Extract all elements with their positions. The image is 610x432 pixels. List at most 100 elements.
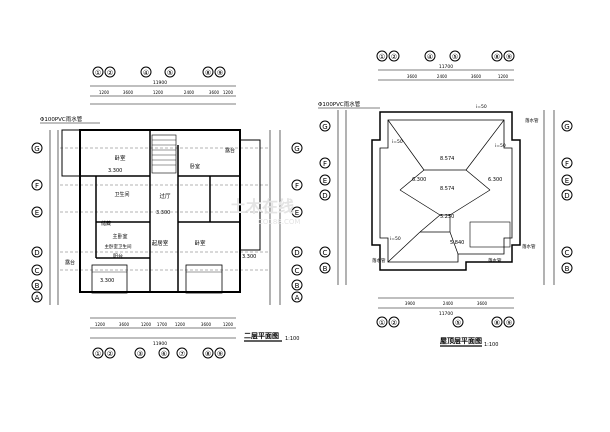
level-mark: 5.250 <box>440 214 454 220</box>
level-mark: 3.300 <box>242 254 256 260</box>
dimension: 3600 <box>209 90 220 95</box>
axis-label: ⑨ <box>217 69 223 77</box>
drawing-title: 二层平面图 <box>244 331 279 340</box>
axis-label: C <box>295 267 300 275</box>
right-plan: ① ② ④ ⑤ ⑧ ⑨ 11700 3600 2400 3600 1200 Φ1… <box>318 50 573 348</box>
level-mark: 3.300 <box>108 168 122 174</box>
right-top-axis-bubbles: ① ② ④ ⑤ ⑧ ⑨ <box>376 50 515 62</box>
axis-label: D <box>34 249 39 257</box>
level-mark: 8.574 <box>440 156 454 162</box>
dimension: 2400 <box>443 301 454 306</box>
slope-label: i=50 <box>390 236 401 242</box>
axis-label: ⑧ <box>205 69 211 77</box>
left-room-labels: 卧室 露台 过厅 卧室 卫生间 储藏 起居室 卧室 露台 主卧室 主卧室卫生间 … <box>65 147 235 266</box>
right-side-axis-right: G F E D C B <box>561 120 573 274</box>
axis-label: ⑤ <box>167 69 173 77</box>
dimension: 1200 <box>223 90 234 95</box>
dimension: 3600 <box>123 90 134 95</box>
left-bottom-dimensions: 1200 3600 1200 1700 1200 3600 1200 11900 <box>90 317 236 347</box>
axis-label: ⑧ <box>494 319 500 327</box>
room-label: 卫生间 <box>114 191 129 198</box>
left-top-dimensions: 11900 1200 3600 1200 2400 3600 1200 <box>90 80 236 105</box>
level-mark: 6.300 <box>412 177 426 183</box>
room-label: 过厅 <box>159 192 171 200</box>
gutter-label: 落水管 <box>488 257 502 264</box>
dimension: 3900 <box>405 301 416 306</box>
axis-label: ② <box>391 319 397 327</box>
watermark-sub: CO188.COM <box>258 218 300 226</box>
axis-label: G <box>294 145 299 153</box>
axis-label: ① <box>379 53 385 61</box>
dimension: 3600 <box>477 301 488 306</box>
pipe-note: Φ100PVC雨水管 <box>318 100 361 108</box>
axis-label: ① <box>379 319 385 327</box>
axis-label: G <box>322 123 327 131</box>
room-label: 卧室 <box>190 163 200 170</box>
gutter-label: 落水管 <box>522 243 536 250</box>
axis-label: G <box>564 123 569 131</box>
dimension: 1200 <box>141 322 152 327</box>
level-mark: 6.300 <box>488 177 502 183</box>
axis-label: G <box>34 145 39 153</box>
axis-label: ⑨ <box>506 53 512 61</box>
gutter-label: 落水管 <box>372 257 386 264</box>
axis-label: ⑥ <box>161 350 167 358</box>
dimension: 1200 <box>223 322 234 327</box>
room-label: 储藏 <box>101 220 111 227</box>
drawing-scale: 1:100 <box>285 336 299 342</box>
dimension: 1200 <box>99 90 110 95</box>
axis-label: ② <box>107 350 113 358</box>
overall-dimension: 11900 <box>153 341 167 347</box>
overall-dimension: 11700 <box>439 311 453 317</box>
level-mark: 8.574 <box>440 186 454 192</box>
axis-label: ⑦ <box>179 350 185 358</box>
axis-label: ④ <box>427 53 433 61</box>
pipe-note: Φ100PVC雨水管 <box>40 115 83 123</box>
axis-label: ① <box>95 69 101 77</box>
dimension: 3600 <box>407 74 418 79</box>
slope-label: i=50 <box>392 139 403 145</box>
axis-label: ① <box>95 350 101 358</box>
axis-label: D <box>322 192 327 200</box>
left-side-axis-right: G F E D C B A <box>291 142 303 303</box>
overall-dimension: 11900 <box>153 80 167 86</box>
axis-label: F <box>35 182 39 190</box>
room-label: 起居室 <box>152 239 169 247</box>
axis-label: ⑧ <box>494 53 500 61</box>
axis-label: ③ <box>137 350 143 358</box>
room-label: 卧室 <box>194 239 206 247</box>
roof-slopes: i=50 i=50 i=50 i=50 <box>390 104 506 242</box>
axis-label: ⑨ <box>506 319 512 327</box>
axis-label: ⑤ <box>452 53 458 61</box>
dimension: 1700 <box>157 322 168 327</box>
level-mark: 5.840 <box>450 240 464 246</box>
axis-label: ② <box>107 69 113 77</box>
axis-label: A <box>295 294 300 302</box>
gutter-label: 落水管 <box>525 117 539 124</box>
axis-label: ⑨ <box>217 350 223 358</box>
axis-label: ② <box>391 53 397 61</box>
axis-label: B <box>323 265 328 273</box>
dimension: 1200 <box>498 74 509 79</box>
left-walls <box>61 129 261 294</box>
room-label: 卧室 <box>114 154 126 162</box>
axis-label: C <box>35 267 40 275</box>
axis-label: F <box>323 160 327 168</box>
dimension: 2400 <box>184 90 195 95</box>
dimension: 2400 <box>437 74 448 79</box>
axis-label: F <box>565 160 569 168</box>
axis-label: B <box>565 265 570 273</box>
drawing-title: 屋顶层平面图 <box>440 336 482 345</box>
right-bottom-dimensions: 3900 2400 3600 11700 <box>378 297 514 317</box>
dimension: 3600 <box>119 322 130 327</box>
left-plan: ① ② ④ ⑤ ⑧ ⑨ 11900 1200 3600 1200 2400 36… <box>31 66 303 359</box>
axis-label: ⑧ <box>205 350 211 358</box>
axis-label: ⑤ <box>455 319 461 327</box>
level-mark: 3.300 <box>100 278 114 284</box>
left-side-axis-left: G F E D C B A <box>31 142 43 303</box>
dimension: 3600 <box>471 74 482 79</box>
dimension: 1200 <box>95 322 106 327</box>
room-label: 主卧室 <box>112 233 127 240</box>
axis-label: E <box>565 177 569 185</box>
